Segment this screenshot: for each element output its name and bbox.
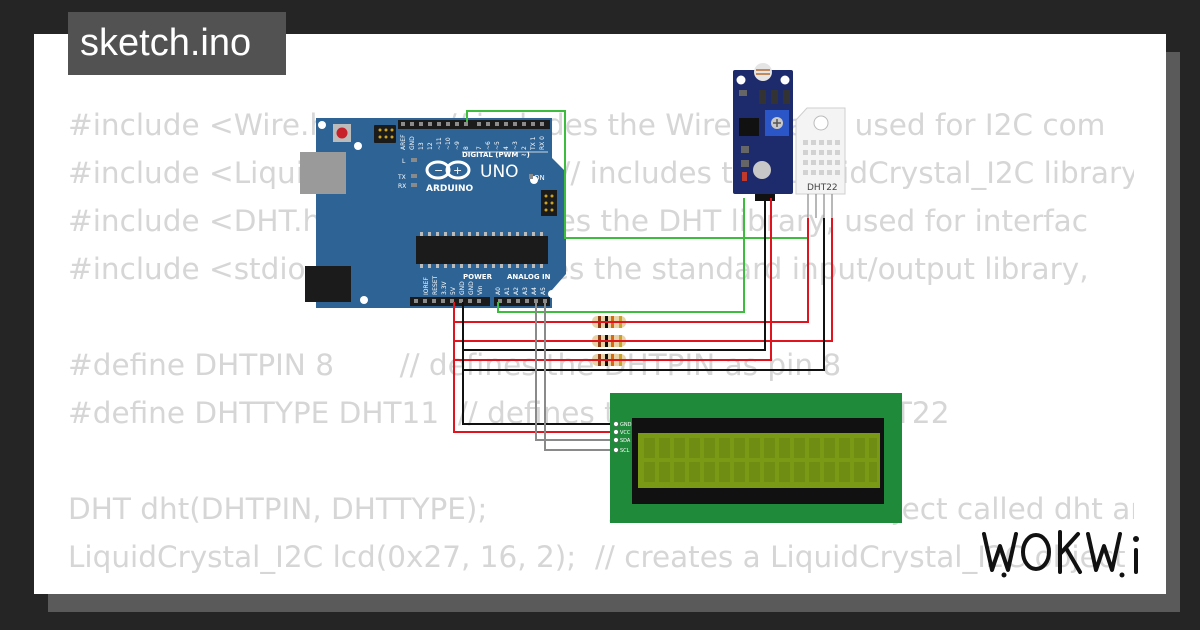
pin-label: TX 1 [530, 136, 537, 151]
status-led [753, 161, 771, 179]
pin-label: A0 [495, 287, 502, 295]
photoresistor [754, 63, 772, 81]
pin-label: ~6 [485, 141, 492, 150]
code-line: #include <DHT.h> // includes the DHT lib… [68, 204, 1088, 238]
dht22-sensor[interactable]: DHT22 [795, 107, 846, 218]
lcd-display[interactable]: GND VCC SDA SCL [610, 393, 902, 523]
wire-black [462, 370, 614, 425]
wire-red [453, 218, 833, 342]
pin-label: ~9 [454, 141, 461, 150]
pin-label: 2 [521, 146, 528, 150]
dht-label: DHT22 [807, 183, 838, 193]
comparator-chip [739, 118, 759, 136]
editor-card [34, 34, 1166, 594]
wire-red [453, 341, 614, 433]
pin-label: GND [468, 281, 475, 295]
lcd-pin-label: SCL [620, 448, 630, 454]
pin-label: A2 [513, 287, 520, 295]
pin-label: 3.3V [441, 280, 448, 295]
pin-label: AREF [400, 134, 407, 150]
arduino-uno-board[interactable]: AREF GND 13 12 ~11 ~10 ~9 8 7 ~6 ~5 4 ~3… [300, 118, 566, 308]
pin-label: GND [409, 136, 416, 150]
pin-label: IOREF [423, 277, 430, 295]
arduino-logo: − + [425, 160, 471, 180]
lcd-pin-label: SDA [620, 438, 631, 444]
power-header-label: POWER [463, 273, 493, 281]
svg-text:−: − [434, 164, 443, 177]
pin-label: A3 [522, 287, 529, 295]
on-led [529, 174, 533, 179]
wires [453, 110, 833, 451]
pin-label: 12 [427, 142, 434, 150]
lcd-pin-label: GND [620, 422, 632, 428]
board-model-label: UNO [480, 162, 519, 182]
lcd-pin-label: VCC [620, 430, 631, 436]
wire-red [453, 218, 809, 323]
pin-label: ~11 [436, 137, 443, 150]
rx-led-label: RX [398, 183, 406, 190]
svg-text:+: + [453, 164, 462, 177]
power-jack [305, 266, 351, 302]
on-led-label: ON [534, 174, 545, 182]
pin-label: 4 [503, 146, 510, 150]
pin-label: A1 [504, 287, 511, 295]
wire-black [462, 198, 766, 351]
wokwi-logo [982, 530, 1139, 578]
digital-header [398, 120, 550, 129]
pin-label: A4 [531, 287, 538, 295]
file-name-tab[interactable]: sketch.ino [68, 12, 286, 75]
wire-grey [535, 302, 614, 441]
pin-label: ~5 [494, 141, 501, 150]
microcontroller-chip [416, 236, 548, 264]
pin-label: 5V [450, 286, 457, 295]
pin-label: ~3 [512, 141, 519, 150]
board-brand-label: ARDUINO [426, 184, 474, 194]
digital-header-label: DIGITAL (PWM ~) [462, 151, 530, 159]
analog-header-label: ANALOG IN [507, 273, 551, 281]
usb-port [300, 152, 346, 194]
code-line: #define DHTPIN 8 // defines the DHTPIN a… [68, 348, 842, 382]
wire-grey [544, 302, 614, 451]
pin-label: RX 0 [539, 136, 546, 150]
wire-red [454, 198, 772, 361]
pin-label: RESET [432, 275, 439, 295]
analog-header [494, 297, 550, 306]
wire-black [462, 218, 825, 371]
pin-label: 8 [463, 146, 470, 150]
wire-green [497, 198, 745, 313]
l-led-label: L [402, 158, 406, 165]
pin-label: A5 [540, 287, 547, 295]
pin-label: 7 [476, 146, 483, 150]
photoresistor-module[interactable] [733, 63, 793, 201]
pin-label: ~10 [445, 137, 452, 150]
module-header [755, 194, 775, 201]
pin-label: Vin [477, 285, 484, 295]
pin-label: GND [459, 281, 466, 295]
pin-label: 13 [418, 142, 425, 150]
tx-led-label: TX [397, 174, 406, 181]
